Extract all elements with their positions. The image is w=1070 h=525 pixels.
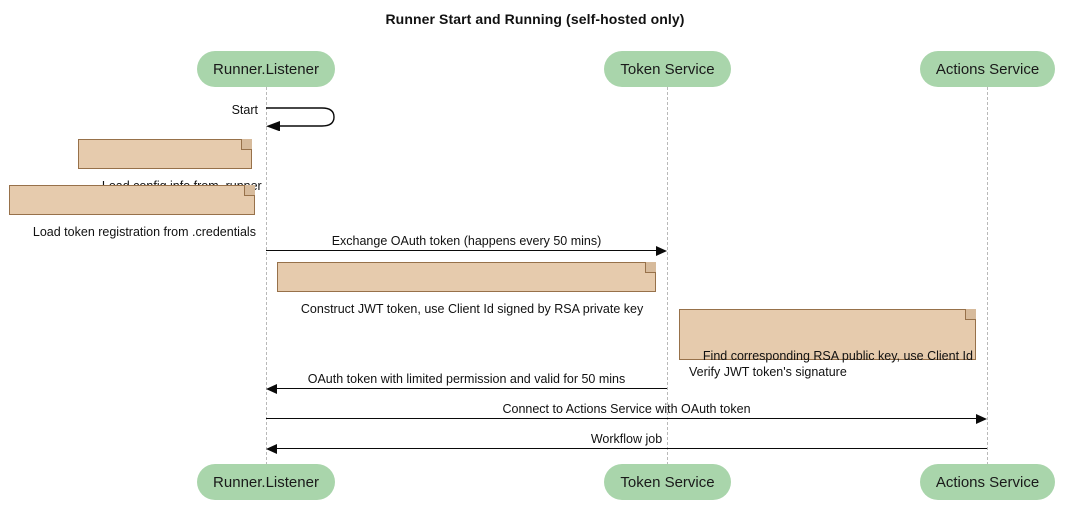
note-text: Load token registration from .credential… bbox=[32, 225, 256, 239]
message-line-exchange-oauth-token bbox=[266, 250, 656, 251]
participant-label: Actions Service bbox=[935, 60, 1040, 78]
message-start-self-loop bbox=[264, 103, 344, 131]
lifeline-runner-listener bbox=[266, 87, 267, 465]
note-fold-icon bbox=[241, 139, 252, 150]
note-fold-icon bbox=[645, 262, 656, 273]
note-verify-jwt: Find corresponding RSA public key, use C… bbox=[679, 309, 976, 379]
lifeline-token-service bbox=[667, 87, 668, 465]
message-line-workflow-job bbox=[277, 448, 987, 449]
participant-label: Runner.Listener bbox=[213, 60, 319, 78]
note-text: Construct JWT token, use Client Id signe… bbox=[300, 302, 644, 316]
participant-token-service-bottom[interactable]: Token Service bbox=[604, 464, 731, 500]
note-fold-icon bbox=[965, 309, 976, 320]
participant-runner-listener-bottom[interactable]: Runner.Listener bbox=[197, 464, 335, 500]
participant-label: Runner.Listener bbox=[213, 473, 319, 491]
arrow-head-right-icon bbox=[976, 413, 987, 424]
message-label-exchange-oauth-token: Exchange OAuth token (happens every 50 m… bbox=[331, 234, 602, 248]
arrow-head-left-icon bbox=[266, 443, 277, 454]
message-line-connect-actions-service bbox=[266, 418, 976, 419]
note-load-token-registration: Load token registration from .credential… bbox=[9, 185, 256, 239]
participant-actions-service-bottom[interactable]: Actions Service bbox=[920, 464, 1055, 500]
participant-label: Actions Service bbox=[935, 473, 1040, 491]
lifeline-actions-service bbox=[987, 87, 988, 465]
participant-label: Token Service bbox=[620, 473, 715, 491]
message-label-workflow-job: Workflow job bbox=[590, 432, 663, 446]
note-text: Find corresponding RSA public key, use C… bbox=[689, 349, 973, 379]
message-label-start: Start bbox=[231, 103, 258, 117]
note-construct-jwt: Construct JWT token, use Client Id signe… bbox=[277, 262, 656, 316]
note-fold-icon bbox=[244, 185, 255, 196]
diagram-title: Runner Start and Running (self-hosted on… bbox=[385, 11, 685, 27]
participant-label: Token Service bbox=[620, 60, 715, 78]
participant-actions-service-top[interactable]: Actions Service bbox=[920, 51, 1055, 87]
participant-runner-listener-top[interactable]: Runner.Listener bbox=[197, 51, 335, 87]
arrow-head-left-icon bbox=[266, 383, 277, 394]
arrow-head-right-icon bbox=[656, 245, 667, 256]
message-line-oauth-token-reply bbox=[277, 388, 667, 389]
message-label-connect-actions-service: Connect to Actions Service with OAuth to… bbox=[502, 402, 751, 416]
note-load-config: Load config info from .runner bbox=[78, 139, 262, 193]
message-label-oauth-token-reply: OAuth token with limited permission and … bbox=[307, 372, 626, 386]
participant-token-service-top[interactable]: Token Service bbox=[604, 51, 731, 87]
